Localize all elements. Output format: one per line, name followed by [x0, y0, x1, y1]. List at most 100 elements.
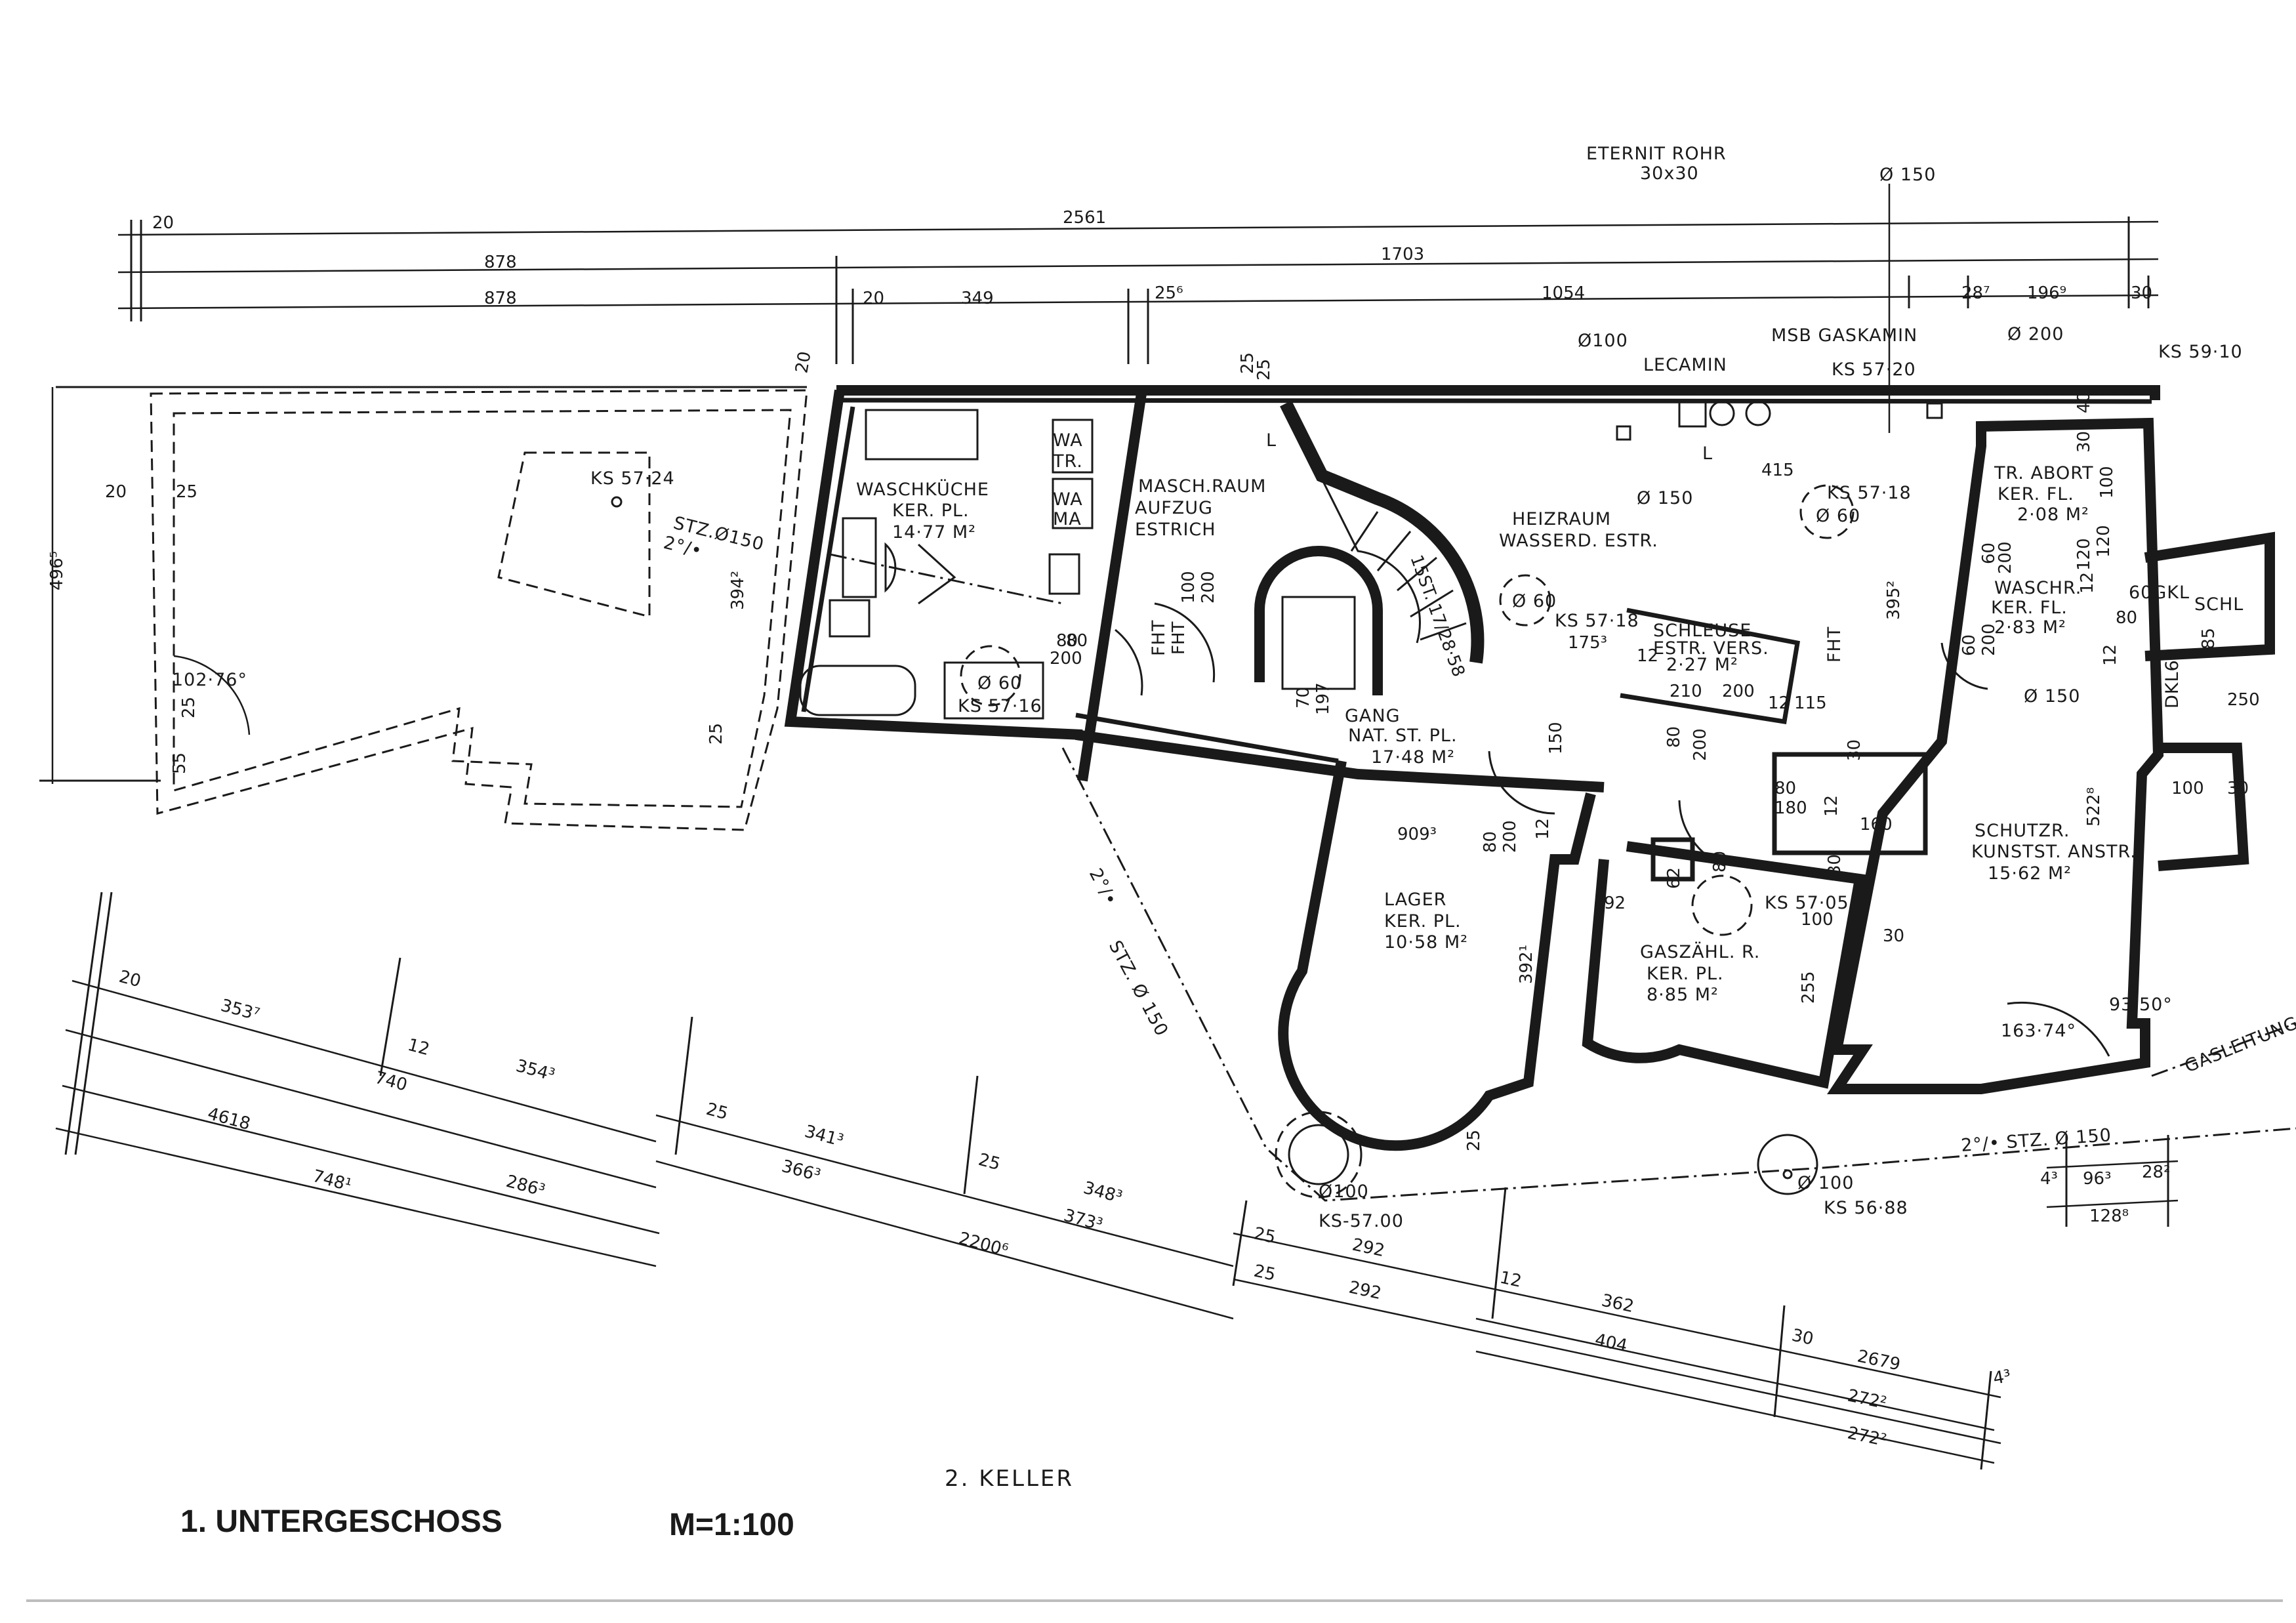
room-heizraum: HEIZRAUM WASSERD. ESTR. [1499, 509, 1658, 551]
note-pipe-150-top: Ø 150 [1879, 165, 1936, 185]
interior-dimension-label: 210 [1670, 682, 1702, 701]
svg-text:WASCHKÜCHE: WASCHKÜCHE [856, 479, 989, 500]
dim-bl-4618: 4618 [205, 1104, 253, 1134]
dim-55: 55 [170, 752, 190, 774]
dim-br-12: 12 [1498, 1268, 1524, 1292]
sheet-subtitle: 2. KELLER [945, 1466, 1074, 1492]
svg-text:10·58 M²: 10·58 M² [1384, 932, 1468, 953]
dim-1703: 1703 [1381, 245, 1424, 264]
dim-bl-366-3: 366³ [779, 1157, 823, 1186]
dim-bl-20: 20 [117, 967, 143, 992]
label-tr: TR. [1052, 451, 1083, 472]
note-ks-5910: KS 59·10 [2158, 342, 2243, 362]
note-d100-low-2: Ø 100 [1797, 1173, 1854, 1193]
note-ks-5718-a: KS 57·18 [1555, 611, 1639, 631]
interior-dimension-label: 415 [1761, 461, 1794, 480]
note-stz-right: 2°/• STZ. Ø 150 [1960, 1125, 2112, 1156]
dim-bl-353-7: 353⁷ [218, 996, 262, 1025]
label-l-2: L [1702, 443, 1713, 464]
dim-br-272-2-a: 272² [1846, 1386, 1889, 1414]
label-fht-1: FHT [1149, 620, 1169, 656]
interior-dimension-label: 12 [1768, 693, 1790, 713]
note-angle-163: 163·74° [2001, 1021, 2076, 1041]
room-maschraum: MASCH.RAUM AUFZUG ESTRICH [1135, 476, 1265, 540]
door-swings [1115, 602, 2110, 1057]
interior-dimension-label: 80 [1056, 631, 1078, 651]
dim-bl-2200-6: 2200⁶ [956, 1229, 1010, 1261]
dim-bl-12: 12 [405, 1035, 432, 1060]
room-tr-abort: TR. ABORT KER. FL. 2·08 M² [1994, 463, 2094, 525]
interior-dimension-label: 30 [2074, 431, 2094, 453]
svg-text:ESTRICH: ESTRICH [1135, 520, 1216, 540]
svg-text:17·48 M²: 17·48 M² [1371, 747, 1455, 768]
note-ks-5716: KS 57·16 [958, 696, 1042, 716]
svg-text:LAGER: LAGER [1384, 890, 1446, 910]
dim-br-404: 404 [1593, 1330, 1630, 1357]
interior-dimension-label: 80 [2116, 608, 2137, 628]
note-d150-a: Ø 150 [1637, 488, 1693, 508]
dim-394-2: 394² [728, 571, 748, 610]
dim-bl-348-3: 348³ [1081, 1178, 1124, 1208]
interior-dimension-label: 197 [1313, 682, 1333, 715]
dim-20-left: 20 [105, 482, 127, 502]
dim-br-292-a: 292 [1351, 1235, 1387, 1262]
svg-text:KER. PL.: KER. PL. [892, 501, 970, 521]
svg-text:ESTR. VERS.: ESTR. VERS. [1653, 638, 1769, 659]
interior-fixtures [799, 409, 1094, 720]
dim-br-4-3: 4³ [1992, 1366, 2013, 1389]
label-60gkl: 60GKL [2129, 583, 2190, 603]
dim-196-9: 196⁹ [2027, 283, 2066, 303]
svg-text:SCHUTZR.: SCHUTZR. [1975, 821, 2070, 841]
interior-dimension-label: 180 [1774, 798, 1807, 818]
note-ks-5724: KS 57·24 [590, 468, 675, 489]
interior-dimension-label: 80 [1481, 831, 1500, 853]
note-d100-top: Ø100 [1578, 331, 1628, 351]
interior-dimension-label: 85 [2199, 628, 2219, 649]
svg-text:TR. ABORT: TR. ABORT [1994, 463, 2094, 483]
interior-dimension-label: 250 [2227, 690, 2260, 710]
dim-30: 30 [2131, 283, 2152, 303]
label-wa: WA [1053, 430, 1083, 451]
label-ma: MA [1053, 509, 1082, 529]
dim-25-c: 25 [179, 697, 199, 718]
interior-dimension-label: 80 [1066, 631, 1088, 651]
interior-dimension-label: 392¹ [1517, 945, 1536, 984]
interior-dimension-label: 70 [1294, 687, 1313, 709]
interior-dimension-label: 200 [1691, 728, 1710, 761]
dim-br-272-2-b: 272² [1846, 1424, 1889, 1451]
svg-text:2·83 M²: 2·83 M² [1994, 617, 2066, 638]
interior-dimension-label: 30 [1845, 739, 1864, 761]
interior-dimension-label: 160 [1860, 815, 1893, 834]
dim-br-4-3-b: 4³ [2040, 1169, 2058, 1189]
dim-bl-25-a: 25 [704, 1099, 730, 1124]
svg-text:14·77 M²: 14·77 M² [892, 522, 976, 543]
svg-text:2·08 M²: 2·08 M² [2017, 504, 2089, 525]
note-stz-diag: STZ. Ø 150 [1105, 937, 1172, 1040]
interior-dimension-label: 80 [1774, 779, 1796, 798]
interior-dimension-label: 255 [1799, 971, 1818, 1004]
dim-878-b: 878 [484, 289, 517, 308]
svg-text:SCHLEUSE: SCHLEUSE [1653, 621, 1752, 641]
dim-bl-373-3: 373³ [1061, 1206, 1105, 1235]
dim-br-292-b: 292 [1347, 1278, 1384, 1304]
interior-dimension-label: 522⁸ [2084, 787, 2104, 827]
label-l-1: L [1266, 430, 1277, 451]
note-ks-5720: KS 57·20 [1832, 360, 1916, 380]
sheet-title: 1. UNTERGESCHOSS [180, 1504, 502, 1539]
room-schutzraum: SCHUTZR. KUNSTST. ANSTR. 15·62 M² [1971, 821, 2136, 884]
svg-text:GASZÄHL. R.: GASZÄHL. R. [1640, 941, 1760, 962]
note-ks-5718-b: KS 57·18 [1827, 483, 1912, 503]
dim-25-b: 25 [707, 723, 726, 745]
interior-dimension-label: 12 [1533, 818, 1553, 840]
interior-dimension-label: 62 [1664, 867, 1684, 889]
note-ks-5705: KS 57·05 [1765, 893, 1849, 913]
note-angle-93: 93·50° [2109, 995, 2173, 1015]
interior-dimension-label: 12 [2078, 572, 2097, 594]
interior-dimension-label: 120 [2074, 538, 2094, 571]
interior-dimension-label: 60 [1979, 543, 1999, 564]
interior-dimension-label: 80 [1710, 851, 1730, 873]
interior-dimension-label: 200 [1050, 649, 1082, 668]
dim-br-128-8: 128⁸ [2089, 1206, 2129, 1226]
dim-878-a: 878 [484, 253, 517, 272]
